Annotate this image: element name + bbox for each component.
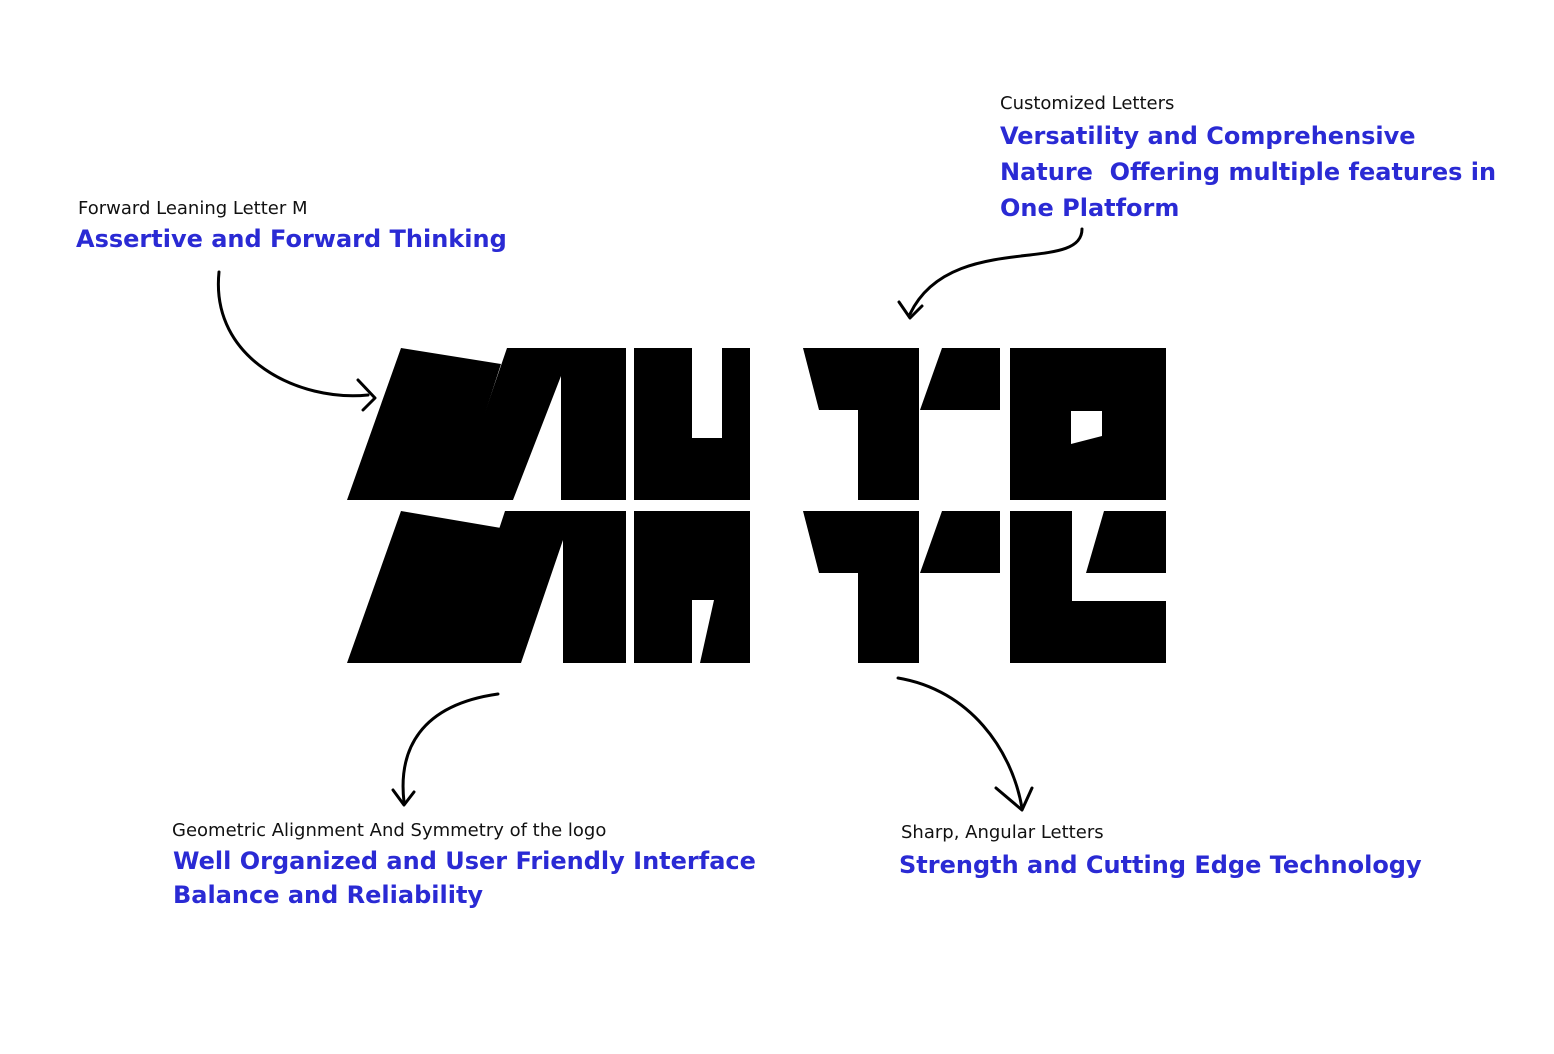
logo-letter-m-right-stem xyxy=(455,348,626,500)
arrow-forward-m-head xyxy=(356,378,377,412)
logo-letter-o xyxy=(1010,348,1166,500)
annotation-custom-letters-meaning-line-1: Versatility and Comprehensive xyxy=(1000,122,1416,150)
logo-letter-a-left xyxy=(634,600,692,663)
arrow-angular xyxy=(896,676,1034,812)
logo-letter-a-right xyxy=(700,600,750,663)
arrow-geometric-head xyxy=(391,788,416,807)
logo-row-2 xyxy=(347,511,1166,663)
logo-letter-a-top xyxy=(634,511,750,600)
arrow-geometric-curve xyxy=(401,692,500,804)
annotation-custom-letters-meaning-line-2: Nature Offering multiple features in xyxy=(1000,158,1497,186)
logo-letter-t2-left xyxy=(803,511,858,573)
mutomate-logo xyxy=(347,348,1166,663)
arrow-custom-letters-curve xyxy=(908,227,1084,316)
annotation-custom-letters: Customized Letters Versatility and Compr… xyxy=(1000,92,1496,224)
annotation-angular-meaning-line: Strength and Cutting Edge Technology xyxy=(899,851,1422,879)
logo-letter-m2-right-stem xyxy=(455,511,626,663)
logo-row-1 xyxy=(347,348,1166,500)
logo-letter-t-right xyxy=(920,348,1000,410)
annotation-forward-m: Forward Leaning Letter M Assertive and F… xyxy=(76,197,507,255)
annotation-geometric-label: Geometric Alignment And Symmetry of the … xyxy=(172,820,607,841)
logo-letter-t2-right xyxy=(920,511,1000,573)
logo-letter-m2-left-stem xyxy=(347,511,501,663)
logo-letter-t-stem xyxy=(858,348,919,500)
annotation-forward-m-meaning-line: Assertive and Forward Thinking xyxy=(76,225,507,253)
logo-letter-t2-stem xyxy=(858,511,919,663)
logo-letter-u xyxy=(634,348,750,500)
arrow-custom-letters-head xyxy=(897,300,924,320)
annotation-geometric: Geometric Alignment And Symmetry of the … xyxy=(172,819,756,911)
arrow-custom-letters xyxy=(897,227,1084,320)
logo-letter-e-main xyxy=(1010,511,1166,663)
annotation-angular: Sharp, Angular Letters Strength and Cutt… xyxy=(899,821,1422,881)
annotation-forward-m-label: Forward Leaning Letter M xyxy=(78,198,308,219)
annotation-geometric-meaning-line-2: Balance and Reliability xyxy=(173,881,484,909)
annotation-custom-letters-meaning-line-3: One Platform xyxy=(1000,194,1180,222)
logo-letter-e-slant xyxy=(1086,511,1166,573)
arrow-angular-head xyxy=(994,786,1034,812)
arrow-forward-m xyxy=(216,270,377,412)
logo-letter-t-left xyxy=(803,348,858,410)
connector-arrows xyxy=(216,227,1084,812)
annotation-geometric-meaning-line-1: Well Organized and User Friendly Interfa… xyxy=(173,847,756,875)
annotation-custom-letters-label: Customized Letters xyxy=(1000,93,1175,114)
logo-letter-m-left-stem xyxy=(347,348,501,500)
arrow-geometric xyxy=(391,692,500,807)
arrow-forward-m-curve xyxy=(216,270,370,398)
annotation-angular-label: Sharp, Angular Letters xyxy=(901,822,1104,843)
arrow-angular-curve xyxy=(896,676,1024,810)
